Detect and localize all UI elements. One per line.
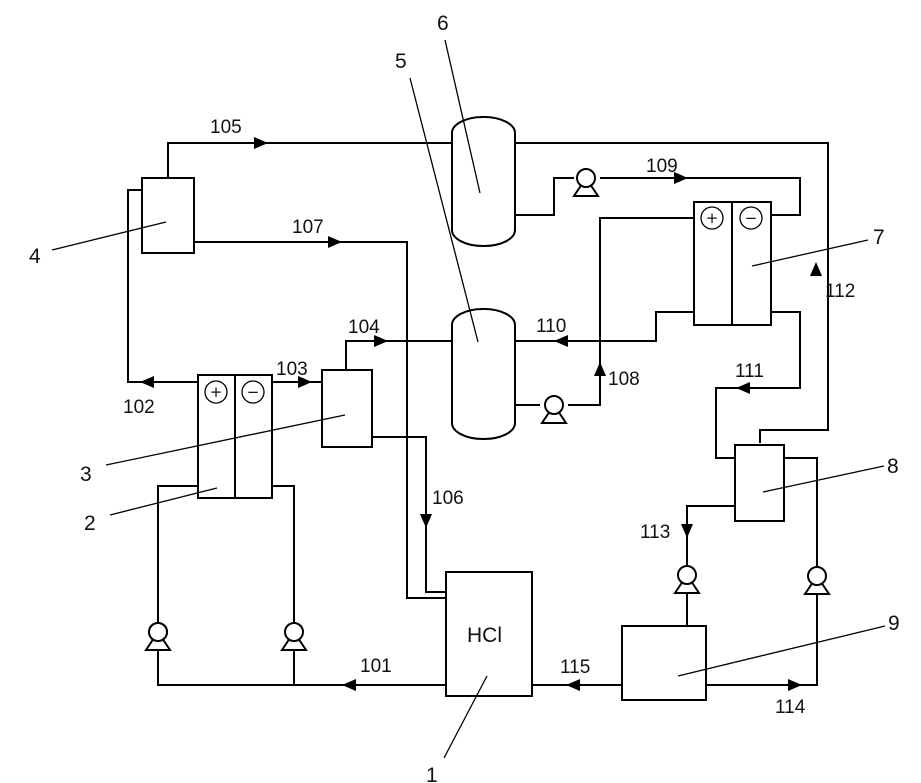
stream-label-104: 104 xyxy=(348,317,380,338)
arrow-111 xyxy=(736,382,750,394)
stream-label-110: 110 xyxy=(536,316,566,337)
cell-7-plus: + xyxy=(706,209,719,227)
stream-label-109: 109 xyxy=(646,156,678,177)
tank-6 xyxy=(452,117,515,246)
stream-label-101: 101 xyxy=(360,656,392,677)
component-label-7: 7 xyxy=(873,226,885,249)
leader-2 xyxy=(110,488,217,515)
pipe-113 xyxy=(687,506,735,566)
stream-label-111: 111 xyxy=(735,361,764,382)
leader-9 xyxy=(678,626,885,676)
pipe-111 xyxy=(716,312,800,458)
stream-label-114: 114 xyxy=(775,697,806,718)
arrow-114 xyxy=(788,679,802,691)
stream-label-113: 113 xyxy=(640,522,670,543)
stream-label-115: 115 xyxy=(560,657,590,678)
pipe-cell2-left xyxy=(158,486,198,622)
pump-icon xyxy=(146,623,170,650)
arrow-107 xyxy=(328,236,342,248)
stream-label-105: 105 xyxy=(210,117,242,138)
hcl-label: HCl xyxy=(467,624,502,647)
pipe-114a xyxy=(784,458,817,568)
pump-icon xyxy=(805,567,829,594)
pipe-114 xyxy=(706,594,817,685)
cell-2-plus: + xyxy=(210,383,223,401)
pipe-104 xyxy=(346,341,452,370)
cell-7-minus: − xyxy=(745,209,758,227)
arrow-102 xyxy=(140,376,154,388)
pipe-101 xyxy=(158,650,446,685)
component-label-4: 4 xyxy=(29,245,41,268)
unit-3 xyxy=(322,370,372,447)
unit-8 xyxy=(735,445,784,521)
component-label-3: 3 xyxy=(80,463,92,486)
stream-label-106: 106 xyxy=(432,488,464,509)
pipe-106 xyxy=(372,437,446,592)
pump-icon xyxy=(542,396,566,423)
component-label-8: 8 xyxy=(887,455,899,478)
arrow-115 xyxy=(566,679,580,691)
component-label-2: 2 xyxy=(84,512,96,535)
arrow-113 xyxy=(681,524,693,538)
pump-icon xyxy=(574,169,598,196)
component-label-5: 5 xyxy=(395,50,407,73)
tank-5 xyxy=(452,309,515,439)
pump-icon xyxy=(282,623,306,650)
component-label-1: 1 xyxy=(426,764,438,783)
stream-label-103: 103 xyxy=(276,359,308,380)
component-label-6: 6 xyxy=(437,12,449,35)
unit-9 xyxy=(622,626,706,700)
component-label-9: 9 xyxy=(888,612,900,635)
pump-icon xyxy=(675,566,699,593)
stream-label-107: 107 xyxy=(292,217,324,238)
cell-2-minus: − xyxy=(247,383,260,401)
stream-label-112: 112 xyxy=(825,281,855,302)
arrow-105 xyxy=(254,137,268,149)
unit-4 xyxy=(142,178,194,253)
stream-label-102: 102 xyxy=(123,397,155,418)
pipe-109 xyxy=(515,178,574,215)
stream-label-108: 108 xyxy=(608,369,640,390)
arrow-108 xyxy=(594,362,606,376)
arrow-106 xyxy=(420,514,432,528)
arrow-101 xyxy=(342,679,356,691)
pipe-cell2-right xyxy=(272,486,294,622)
arrow-112 xyxy=(810,262,822,276)
